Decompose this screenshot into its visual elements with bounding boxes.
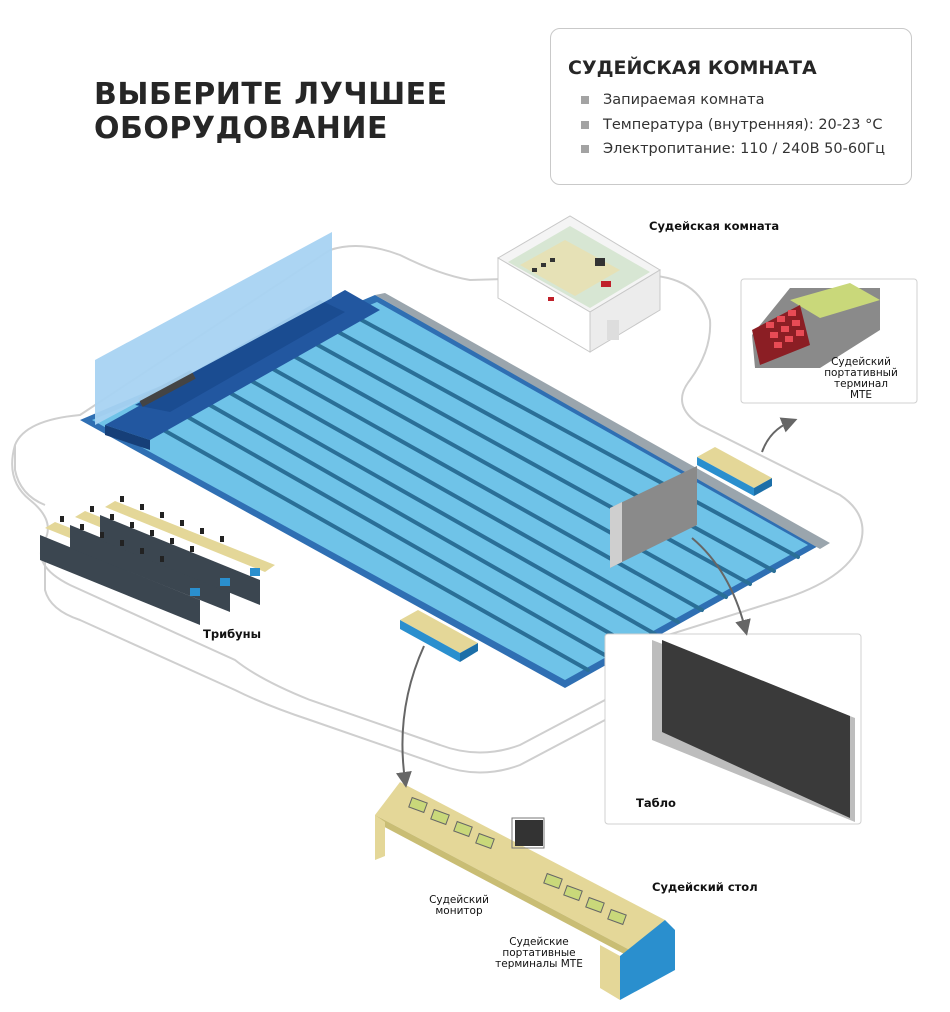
label-judge-monitor: Судейский монитор (429, 894, 489, 917)
scoreboard-icon (652, 640, 855, 822)
starting-platform (105, 290, 380, 450)
info-title: СУДЕЙСКАЯ КОМНАТА (568, 57, 817, 79)
info-list: Запираемая комната Температура (внутренн… (568, 88, 895, 162)
glass-wall (95, 232, 332, 425)
stands (40, 496, 275, 625)
info-item: Запираемая комната (568, 88, 895, 113)
timing-unit-center (400, 610, 478, 662)
info-box: СУДЕЙСКАЯ КОМНАТА Запираемая комната Тем… (550, 28, 912, 185)
headline-line-2: ОБОРУДОВАНИЕ (94, 111, 389, 146)
label-terminals: Судейские портативные терминалы MTE (495, 936, 583, 970)
bullet-icon (581, 96, 589, 105)
label-stands: Трибуны (203, 627, 262, 641)
label-judges-table: Судейский стол (652, 880, 758, 894)
label-terminal: Судейский портативный терминал MTE (824, 356, 898, 401)
label-judges-room: Судейская комната (649, 219, 780, 233)
label-scoreboard: Табло (636, 796, 676, 810)
info-item: Температура (внутренняя): 20-23 °C (568, 113, 895, 138)
page-headline: ВЫБЕРИТЕ ЛУЧШЕЕ ОБОРУДОВАНИЕ (94, 78, 448, 146)
callout-arrows (395, 417, 798, 788)
mte-terminal-icon (752, 283, 880, 368)
timing-unit-right (697, 447, 772, 496)
scoreboard-small (610, 466, 697, 568)
swimming-pool (80, 293, 830, 688)
info-item: Электропитание: 110 / 240В 50-60Гц (568, 137, 895, 162)
bullet-icon (581, 120, 589, 129)
headline-line-1: ВЫБЕРИТЕ ЛУЧШЕЕ (94, 77, 448, 112)
judges-table (375, 782, 675, 1000)
bullet-icon (581, 145, 589, 154)
judges-room-building (497, 215, 661, 353)
